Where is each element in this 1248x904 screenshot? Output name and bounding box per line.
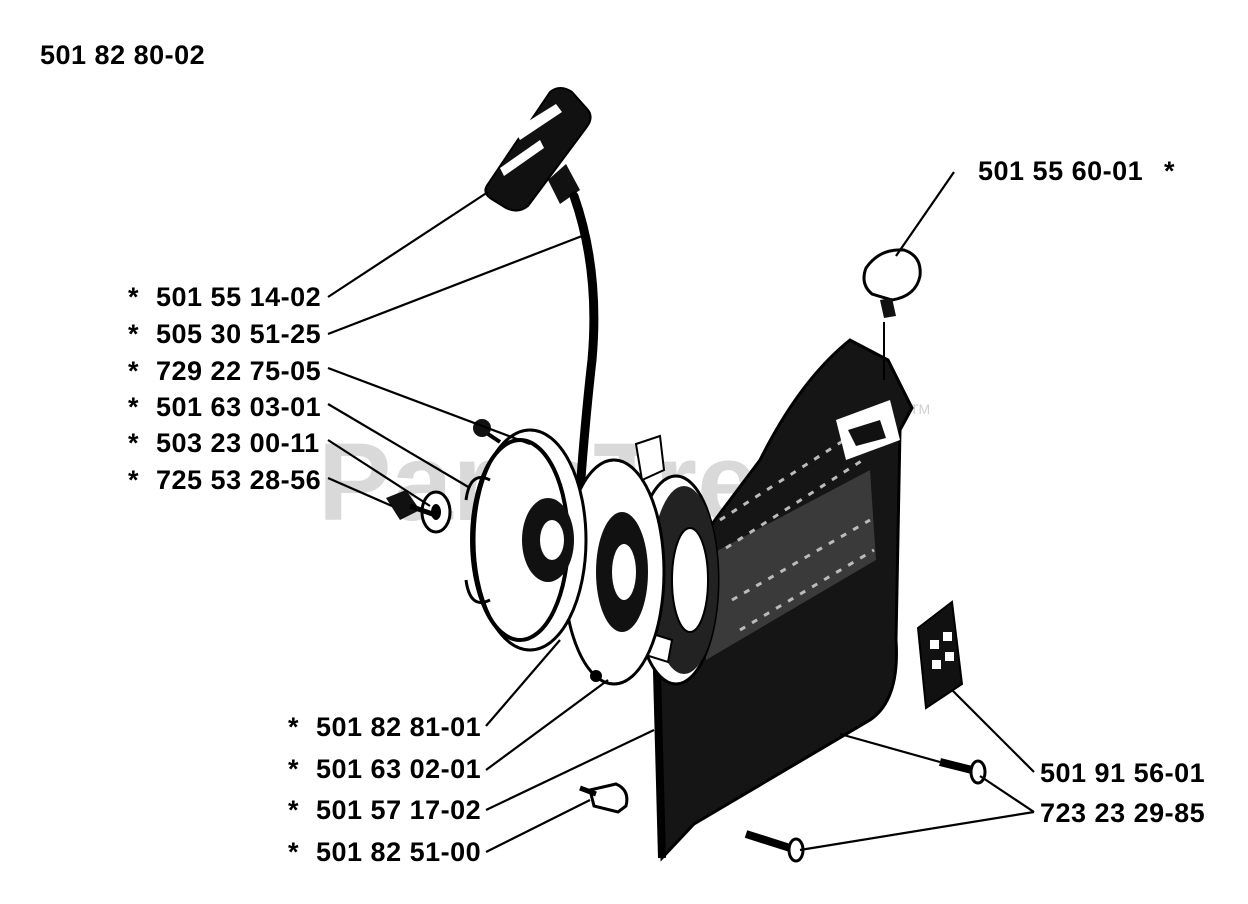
- bolt-illustration: [386, 490, 439, 520]
- leader-505-30-51-25: [327, 234, 583, 336]
- leader-725-53-28-56: [327, 476, 393, 508]
- label-501-63-03-01: 501 63 03-01: [156, 392, 321, 422]
- asterisk-501-63-03-01: *: [128, 392, 139, 422]
- leader-501-63-02-01: [485, 679, 609, 771]
- leader-501-82-81-01: [485, 639, 561, 727]
- leader-501-55-60-01: [895, 171, 955, 257]
- asterisk-503-23-00-11: *: [128, 428, 139, 458]
- leader-501-63-03-01: [327, 403, 471, 489]
- washer-illustration: [420, 490, 452, 534]
- label-725-53-28-56: 725 53 28-56: [156, 465, 321, 495]
- leader-501-91-56-01: [951, 689, 1035, 773]
- asterisk-725-53-28-56: *: [128, 465, 139, 495]
- starter-rope-illustration: [569, 191, 599, 605]
- label-501-63-02-01: 501 63 02-01: [316, 754, 481, 784]
- plug-illustration: [579, 782, 629, 814]
- assembly-number: 501 82 80-02: [40, 40, 205, 70]
- intake-grille-illustration: [916, 600, 964, 710]
- asterisk-501-57-17-02: *: [288, 795, 299, 825]
- leader-503-23-00-11: [327, 439, 431, 507]
- asterisk-501-82-51-00: *: [288, 837, 299, 867]
- asterisk-501-55-60-01: *: [1164, 156, 1175, 186]
- label-501-91-56-01: 501 91 56-01: [1040, 758, 1205, 788]
- leader-lines: [327, 171, 1035, 853]
- rope-guide-bushing-illustration: [862, 248, 922, 380]
- housing-screws-illustration: [744, 758, 987, 863]
- asterisk-729-22-75-05: *: [128, 356, 139, 386]
- label-503-23-00-11: 503 23 00-11: [156, 428, 320, 458]
- asterisk-501-55-14-02: *: [128, 282, 139, 312]
- leader-501-57-17-02: [485, 729, 655, 811]
- label-501-57-17-02: 501 57 17-02: [316, 795, 481, 825]
- label-501-82-51-00: 501 82 51-00: [316, 837, 481, 867]
- leader-723-23-29-85-a: [979, 775, 1035, 813]
- leader-501-82-51-00: [485, 799, 591, 853]
- leader-729-22-75-05: [327, 366, 531, 446]
- asterisk-501-63-02-01: *: [288, 754, 299, 784]
- asterisk-505-30-51-25: *: [128, 319, 139, 349]
- label-729-22-75-05: 729 22 75-05: [156, 356, 321, 386]
- asterisk-501-82-81-01: *: [288, 712, 299, 742]
- label-505-30-51-25: 505 30 51-25: [156, 319, 321, 349]
- part-labels: * 501 55 14-02 * 505 30 51-25 * 729 22 7…: [128, 156, 1205, 867]
- leader-501-55-14-02: [327, 191, 489, 298]
- pulley-illustration: [464, 428, 588, 652]
- leader-723-23-29-85-b: [799, 810, 1035, 852]
- label-723-23-29-85: 723 23 29-85: [1040, 798, 1205, 828]
- label-501-82-81-01: 501 82 81-01: [316, 712, 481, 742]
- watermark-trademark: TM: [910, 401, 930, 417]
- label-501-55-14-02: 501 55 14-02: [156, 282, 321, 312]
- label-501-55-60-01: 501 55 60-01: [978, 156, 1143, 186]
- leader-housing-to-screw: [839, 732, 941, 764]
- starter-assembly-artwork: [386, 87, 987, 863]
